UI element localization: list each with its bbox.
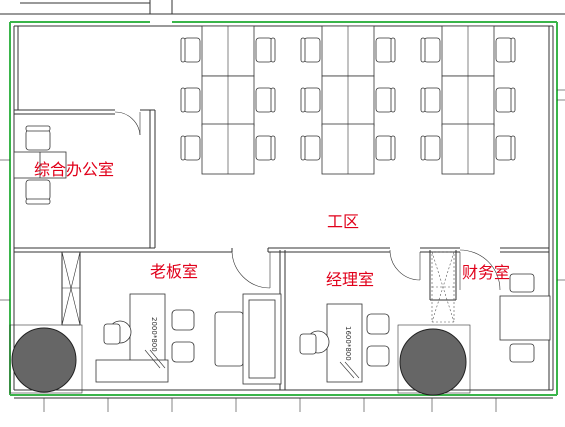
chair	[420, 87, 441, 113]
top-edge	[0, 0, 565, 15]
chair	[255, 135, 276, 161]
room-label-general-office: 综合办公室	[34, 160, 114, 179]
chair	[375, 87, 396, 113]
chair	[255, 37, 276, 63]
desk-pair	[420, 123, 516, 175]
chair	[180, 135, 201, 161]
room-label-boss-office: 老板室	[150, 262, 198, 281]
workstation-cluster	[300, 25, 396, 175]
desk-pair	[420, 25, 516, 77]
chair	[300, 37, 321, 63]
storage-cabinet-left	[61, 251, 81, 326]
chair	[375, 37, 396, 63]
desk-pair	[420, 75, 516, 127]
workstation-cluster	[420, 25, 516, 175]
chair	[495, 87, 516, 113]
desk-pair	[180, 25, 276, 77]
workstation-cluster	[180, 25, 276, 175]
chair	[420, 37, 441, 63]
room-label-manager-office: 经理室	[326, 270, 374, 289]
desk-pair	[180, 123, 276, 175]
manager-desk-dimension: 1600*800	[344, 326, 352, 361]
storage-cabinet-middle	[431, 251, 455, 323]
chair	[495, 37, 516, 63]
desk-pair	[300, 75, 396, 127]
desk-pair	[180, 75, 276, 127]
chair	[375, 135, 396, 161]
desk-pair	[300, 25, 396, 77]
finance-office-furniture	[499, 273, 551, 363]
room-label-finance-office: 财务室	[462, 263, 510, 282]
chair	[180, 87, 201, 113]
general-office-furniture	[13, 125, 67, 205]
boss-desk-dimension: 2000*800	[150, 317, 158, 352]
room-label-work-area: 工区	[327, 212, 359, 231]
manager-office-furniture	[299, 303, 390, 383]
structural-columns	[9, 324, 471, 396]
desk-pair	[300, 123, 396, 175]
chair	[255, 87, 276, 113]
boss-office-furniture	[95, 293, 282, 385]
chair	[300, 87, 321, 113]
facade-ticks	[0, 89, 565, 412]
chair	[180, 37, 201, 63]
chair	[420, 135, 441, 161]
workstation-clusters	[180, 25, 516, 175]
chair	[495, 135, 516, 161]
chair	[300, 135, 321, 161]
door-swings	[114, 111, 501, 291]
